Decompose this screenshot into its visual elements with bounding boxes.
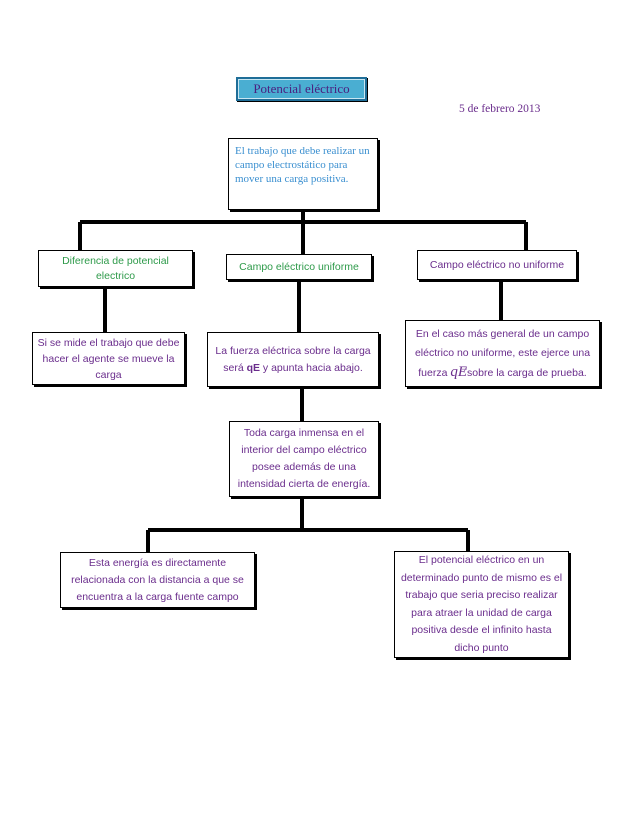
potential-difference-text: Diferencia de potencial electrico <box>62 254 169 282</box>
energy-distance-text: Esta energía es directamente relacionada… <box>71 556 244 603</box>
date-label: 5 de febrero 2013 <box>459 103 541 115</box>
potential-difference-node: Diferencia de potencial electrico <box>38 250 193 287</box>
nonuniform-general-pre: En el caso más general de un campo eléct… <box>414 327 591 379</box>
nonuniform-field-text: Campo eléctrico no uniforme <box>429 259 565 271</box>
uniform-force-pre: La fuerza eléctrica sobre la carga será <box>215 344 371 374</box>
root-node-text: El trabajo que debe realizar un campo el… <box>235 145 370 185</box>
force-vector-symbol: qE <box>450 363 468 380</box>
root-node: El trabajo que debe realizar un campo el… <box>228 138 378 210</box>
work-measure-text: Si se mide el trabajo que debe hacer el … <box>37 336 180 381</box>
uniform-force-text: La fuerza eléctrica sobre la carga será … <box>214 343 372 377</box>
nonuniform-general-post: sobre la carga de prueba. <box>467 366 587 379</box>
uniform-force-symbol: qE <box>246 361 260 374</box>
energy-distance-node: Esta energía es directamente relacionada… <box>60 552 255 608</box>
nonuniform-field-node: Campo eléctrico no uniforme <box>417 250 577 280</box>
work-measure-node: Si se mide el trabajo que debe hacer el … <box>32 332 185 385</box>
potential-definition-node: El potencial eléctrico en un determinado… <box>394 551 569 658</box>
map-title: Potencial eléctrico <box>236 77 367 101</box>
uniform-force-post: y apunta hacia abajo. <box>260 361 363 374</box>
immense-charge-text: Toda carga inmensa en el interior del ca… <box>237 427 371 490</box>
nonuniform-general-text: En el caso más general de un campo eléct… <box>410 325 595 383</box>
potential-definition-text: El potencial eléctrico en un determinado… <box>400 554 563 654</box>
immense-charge-node: Toda carga inmensa en el interior del ca… <box>229 421 379 497</box>
nonuniform-general-node: En el caso más general de un campo eléct… <box>405 320 600 387</box>
uniform-force-node: La fuerza eléctrica sobre la carga será … <box>207 332 379 387</box>
uniform-field-text: Campo eléctrico uniforme <box>239 261 359 273</box>
uniform-field-node: Campo eléctrico uniforme <box>226 254 372 280</box>
